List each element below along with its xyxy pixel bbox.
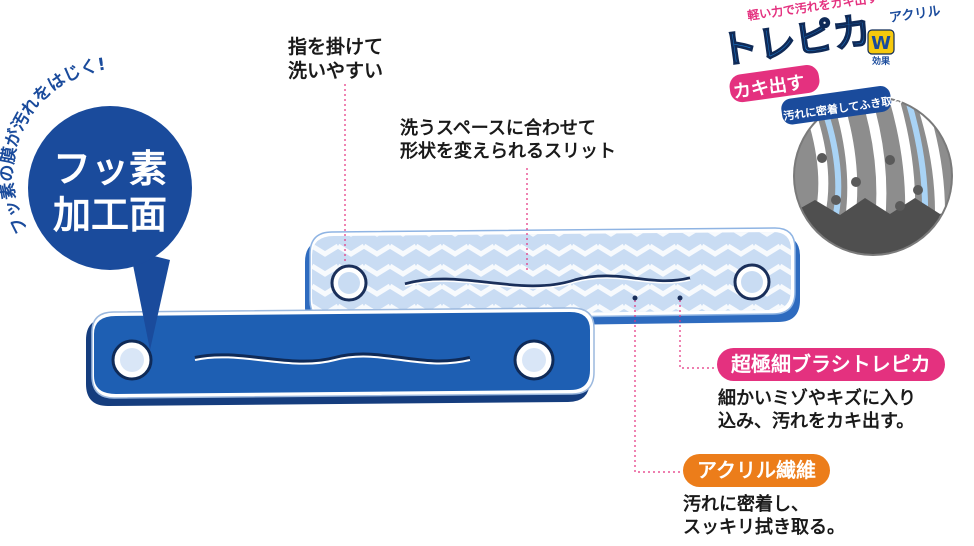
leader-dot-ultrafine [677,295,683,301]
feature-desc-ultrafine-brush: 細かいミゾやキズに入り 込み、汚れをカキ出す。 [718,388,916,432]
callout-slit: 洗うスペースに合わせて 形状を変えられるスリット [400,118,616,162]
logo-w-mark-bg [867,29,895,55]
feature-label-acrylic-fiber: アクリル繊維 [683,454,830,487]
brand-logo: 軽い力で汚れをカキ出す アクリル トレピカ W 効果 カキ出す 汚れに密着してふ… [716,0,953,256]
leader-dot-acrylic [632,295,638,301]
logo-sub2-bg [781,85,892,125]
logo-name: トレピカ [717,8,874,73]
logo-w-mark: W [871,33,891,54]
callout-grip: 指を掛けて 洗いやすい [288,36,384,82]
sponge-back [305,227,800,328]
feature-desc-acrylic-fiber: 汚れに密着し、 スッキリ拭き取る。 [683,494,845,538]
leader-lines [344,84,714,473]
fluoro-badge: フッ素 加工面 フッ素の膜が汚れをはじく! [0,55,192,350]
badge-line2: 加工面 [53,193,167,237]
feature-label-ultrafine-brush: 超極細ブラシトレピカ [717,348,945,381]
logo-w-sub: 効果 [872,55,891,67]
badge-line1: フッ素 [53,147,167,191]
logo-material: アクリル [888,4,941,26]
sponge-front [86,307,595,406]
logo-sub1-bg [729,65,820,103]
